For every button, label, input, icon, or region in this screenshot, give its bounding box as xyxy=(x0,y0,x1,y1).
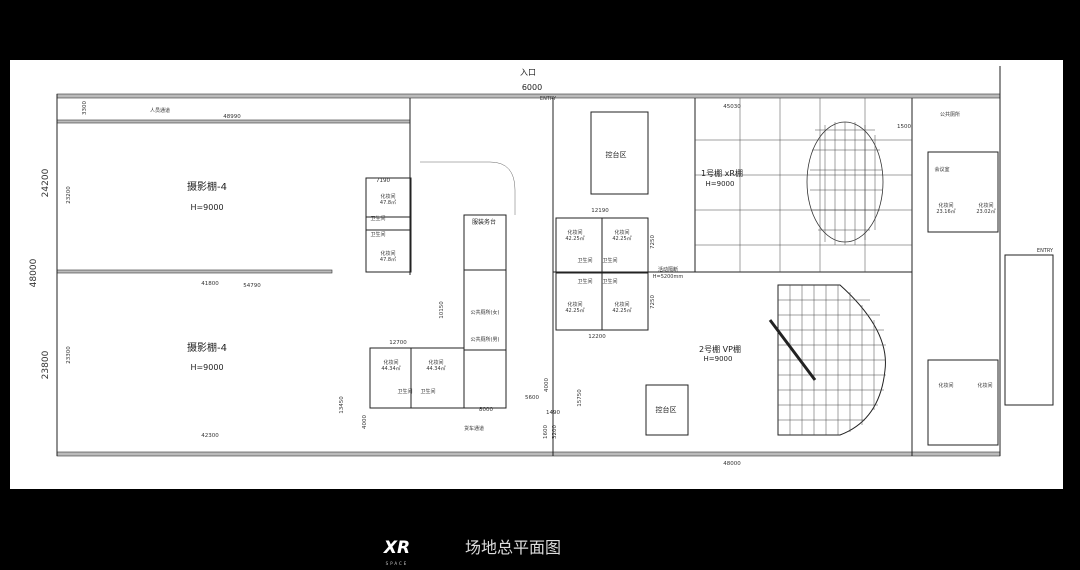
room-name: 卫生间 xyxy=(577,278,592,285)
room-area: 44.34㎡ xyxy=(381,365,400,372)
studio-upper-name: 摄影棚-4 xyxy=(187,180,227,193)
left-makeup-width: 7190 xyxy=(376,178,390,184)
dim-top-right-width: 45030 xyxy=(723,104,741,110)
lower-makeup-width: 12700 xyxy=(389,340,407,346)
room-area: 44.34㎡ xyxy=(426,365,445,372)
toilet-female-label: 公共厕所(女) xyxy=(471,309,500,316)
room-area: 42.25㎡ xyxy=(612,307,631,314)
room-name: 化妆间 xyxy=(567,301,582,308)
dim-4000: 4000 xyxy=(544,378,550,392)
room-area: 42.25㎡ xyxy=(565,235,584,242)
console-upper-label: 控台区 xyxy=(606,150,627,159)
dim-lower-height: 23800 xyxy=(41,350,51,379)
walls xyxy=(56,66,1054,457)
dim-3200: 3200 xyxy=(552,425,558,439)
dim-total-height: 48000 xyxy=(29,258,39,287)
corridor-length: 48990 xyxy=(223,114,241,120)
room-area: 23.02㎡ xyxy=(976,208,995,215)
room-name: 卫生间 xyxy=(602,278,617,285)
entry-right-label: ENTRY xyxy=(1037,248,1054,254)
studio-upper-height: H=9000 xyxy=(190,203,223,212)
room-name: 卫生间 xyxy=(370,231,385,238)
plan-title: 场地总平面图 xyxy=(465,538,561,557)
partition-height: H=5200mm xyxy=(653,274,684,280)
room-area: 23.16㎡ xyxy=(936,208,955,215)
toilets-height: 10150 xyxy=(439,301,445,319)
plan-sheet xyxy=(10,60,1063,489)
entrance-label: 入口 xyxy=(520,68,536,77)
corridor-width: 3300 xyxy=(82,101,88,115)
dim-upper-height: 24200 xyxy=(41,168,51,197)
center-makeup-top-width: 12190 xyxy=(591,208,609,214)
center-makeup-h2: 7250 xyxy=(650,295,656,309)
divider-dim-b: 54790 xyxy=(243,283,261,289)
toilet-male-label: 公共厕所(男) xyxy=(471,336,500,343)
dim-upper-inner: 23200 xyxy=(66,186,72,204)
room-name: 化妆间 xyxy=(978,202,993,209)
truck-lane-width: 8000 xyxy=(479,407,493,413)
studio1-name: 1号棚 xR棚 xyxy=(701,168,743,178)
studio-lower-height: H=9000 xyxy=(190,363,223,372)
dim-15750: 15750 xyxy=(577,389,583,407)
room-name: 化妆间 xyxy=(428,359,443,366)
truck-lane-label: 货车通道 xyxy=(464,425,484,432)
room-name: 卫生间 xyxy=(370,215,385,222)
room-name: 化妆间 xyxy=(977,382,992,389)
corridor-label: 人员通道 xyxy=(150,107,170,114)
entrance-width: 6000 xyxy=(522,83,542,92)
room-name: 化妆间 xyxy=(567,229,582,236)
room-name: 化妆间 xyxy=(938,382,953,389)
room-name: 卫生间 xyxy=(602,257,617,264)
right-gap-dim: 1500 xyxy=(897,124,911,130)
room-name: 化妆间 xyxy=(383,359,398,366)
studio2-height: H=9000 xyxy=(704,355,733,363)
room-name: 化妆间 xyxy=(380,250,395,257)
svg-text:SPACE: SPACE xyxy=(386,561,409,566)
room-name: 卫生间 xyxy=(577,257,592,264)
meeting-room-label: 会议室 xyxy=(934,166,949,173)
room-name: 化妆间 xyxy=(614,229,629,236)
labels: 入口 6000 ENTRY ENTRY 人员通道 48990 3300 2420… xyxy=(29,68,1054,467)
svg-text:XR: XR xyxy=(383,538,410,558)
room-name: 卫生间 xyxy=(397,388,412,395)
room-name: 化妆间 xyxy=(614,301,629,308)
service-desk-label: 服装务台 xyxy=(472,218,496,226)
console-lower-label: 控台区 xyxy=(656,405,677,414)
dim-right-width: 48000 xyxy=(723,461,741,467)
partition-label: 活动隔断 xyxy=(658,266,678,273)
room-name: 化妆间 xyxy=(938,202,953,209)
room-area: 42.25㎡ xyxy=(565,307,584,314)
studio-lower-width: 42300 xyxy=(201,433,219,439)
dim-lower-inner: 23300 xyxy=(66,346,72,364)
dim-1490: 1490 xyxy=(546,410,560,416)
footer: XR SPACE 场地总平面图 xyxy=(383,538,561,566)
center-makeup-bottom-width: 12200 xyxy=(588,334,606,340)
xr-space-logo: XR SPACE xyxy=(383,538,410,566)
room-name: 化妆间 xyxy=(380,193,395,200)
lower-makeup-door: 4000 xyxy=(362,415,368,429)
studio-lower-name: 摄影棚-4 xyxy=(187,341,227,354)
room-area: 47.8㎡ xyxy=(380,256,396,263)
divider-dim-a: 41800 xyxy=(201,281,219,287)
dim-1600: 1600 xyxy=(543,425,549,439)
room-name: 卫生间 xyxy=(420,388,435,395)
right-toilet-label: 公共厕所 xyxy=(940,111,960,118)
studio1-grid xyxy=(695,98,912,272)
room-area: 42.25㎡ xyxy=(612,235,631,242)
center-makeup-h1: 7250 xyxy=(650,235,656,249)
truck-lane-offset: 5600 xyxy=(525,395,539,401)
lower-makeup-depth: 13450 xyxy=(339,396,345,414)
entry-top-label: ENTRY xyxy=(540,96,557,102)
studio2-name: 2号棚 VP棚 xyxy=(699,344,741,354)
studio2-led-stage xyxy=(768,284,886,436)
studio1-height: H=9000 xyxy=(706,180,735,188)
room-area: 47.8㎡ xyxy=(380,199,396,206)
